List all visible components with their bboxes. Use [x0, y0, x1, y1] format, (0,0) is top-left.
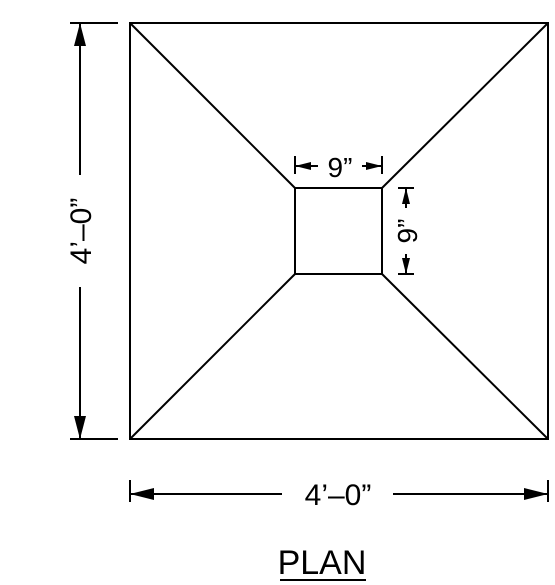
inner-height-dimension: 9”	[392, 187, 423, 275]
hip-line-bottom-right	[381, 273, 549, 440]
hip-line-top-right	[381, 22, 549, 189]
inner-square	[294, 187, 383, 275]
inner-width-dimension: 9”	[294, 152, 383, 183]
outer-square	[129, 22, 549, 440]
outer-width-label: 4’–0”	[305, 479, 372, 512]
plan-title: PLAN	[278, 544, 367, 582]
outer-width-dimension: 4’–0”	[129, 479, 549, 512]
hip-line-top-left	[129, 22, 296, 189]
outer-height-dimension: 4’–0”	[65, 22, 118, 440]
hip-line-bottom-left	[129, 273, 296, 440]
inner-width-label: 9”	[328, 152, 353, 183]
outer-height-label: 4’–0”	[65, 198, 98, 265]
inner-height-label: 9”	[392, 219, 423, 244]
